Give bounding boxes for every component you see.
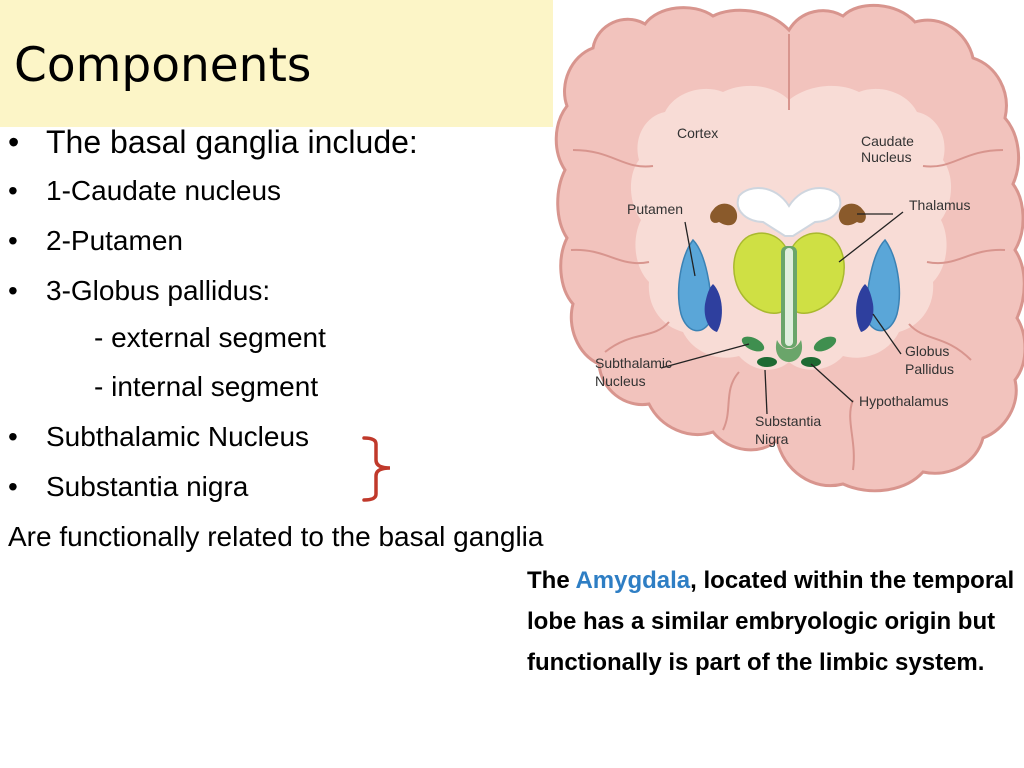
title-box: Components: [0, 0, 553, 127]
list-item: • Substantia nigra: [8, 471, 248, 503]
subthalamic-nucleus-left: [741, 336, 765, 352]
label-thalamus: Thalamus: [909, 197, 970, 213]
bullet-dot: •: [8, 175, 18, 206]
list-item-text: Substantia nigra: [46, 471, 249, 502]
list-item: • 2-Putamen: [8, 225, 183, 257]
bullet-dot: •: [8, 124, 20, 160]
subthalamic-nucleus-right: [813, 336, 837, 352]
sub-item: - internal segment: [94, 371, 319, 402]
label-globus: Globus: [905, 343, 949, 359]
relation-note: Are functionally related to the basal ga…: [8, 521, 544, 552]
substantia-nigra-left: [757, 357, 777, 367]
label-cortex: Cortex: [677, 125, 718, 141]
caudate-nucleus-right: [838, 203, 866, 226]
label-hypothalamus: Hypothalamus: [859, 393, 949, 409]
bullet-dot: •: [8, 421, 18, 452]
amygdala-highlight: Amygdala: [575, 567, 691, 594]
list-item: • 3-Globus pallidus:: [8, 275, 270, 307]
caudate-nucleus-left: [710, 203, 738, 226]
list-item-text: Subthalamic Nucleus: [46, 421, 310, 452]
leader-lines: [660, 211, 904, 415]
putamen-left: [677, 238, 713, 332]
gyri-folds: [570, 34, 1006, 471]
hypothalamus: [775, 340, 803, 362]
thalamus-left: [733, 232, 790, 314]
list-item: • 1-Caudate nucleus: [8, 175, 281, 207]
lateral-ventricles: [736, 186, 842, 237]
label-caudate-2: Nucleus: [861, 149, 912, 165]
list-item-text: 1-Caudate nucleus: [46, 175, 282, 206]
list-item: • Subthalamic Nucleus: [8, 421, 309, 453]
list-item-text: 3-Globus pallidus:: [46, 275, 271, 306]
label-substantia: Substantia: [755, 413, 821, 429]
putamen-right: [865, 238, 901, 332]
slide-title: Components: [14, 38, 312, 93]
curly-bracket: [362, 436, 391, 502]
globus-pallidus-left: [704, 284, 722, 332]
third-ventricle-core: [785, 248, 793, 346]
brain-diagram: Cortex Caudate Nucleus Thalamus Putamen …: [554, 3, 1024, 493]
label-substantia-2: Nigra: [755, 431, 789, 447]
amygdala-note: The Amygdala, located within the tempora…: [527, 560, 1017, 683]
bullet-dot: •: [8, 275, 18, 306]
substantia-nigra-right: [801, 357, 821, 367]
sub-item: - external segment: [94, 322, 326, 353]
bullet-dot: •: [8, 471, 18, 502]
label-putamen: Putamen: [627, 201, 683, 217]
list-item: • The basal ganglia include:: [8, 124, 418, 161]
globus-pallidus-right: [856, 284, 874, 332]
list-item-text: 2-Putamen: [46, 225, 183, 256]
amygdala-suffix: , located within the temporal lobe has a…: [527, 567, 1015, 676]
label-subthalamic-2: Nucleus: [595, 373, 646, 389]
amygdala-prefix: The: [527, 567, 576, 594]
bullet-list: • The basal ganglia include: • 1-Caudate…: [0, 0, 560, 520]
label-subthalamic: Subthalamic: [595, 355, 672, 371]
label-globus-2: Pallidus: [905, 361, 954, 377]
thalamus-right: [788, 232, 845, 314]
bullet-dot: •: [8, 225, 18, 256]
label-caudate: Caudate: [861, 133, 914, 149]
list-item-text: The basal ganglia include:: [46, 124, 418, 160]
